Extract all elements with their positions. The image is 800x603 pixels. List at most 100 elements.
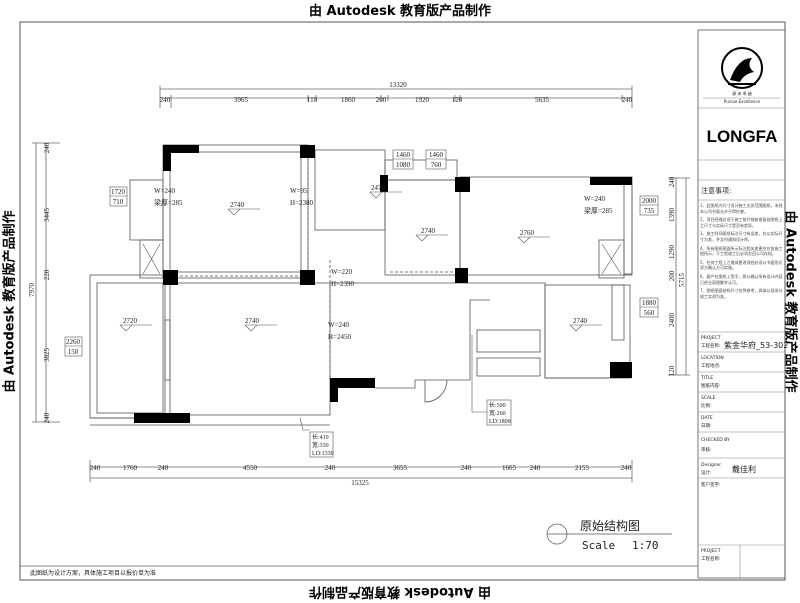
date-label: 日期: <box>701 423 712 429</box>
dim-label: 200 <box>376 96 387 104</box>
dim-label: 240 <box>530 464 541 472</box>
note-item: 2、项目经理必须于施工前仔细核查复核图纸上之尺寸与实际尺寸是否有差异。 <box>700 217 784 228</box>
dim-label: 1665 <box>502 464 517 472</box>
date-label-en: DATE <box>701 415 713 421</box>
svg-text:宽:330: 宽:330 <box>312 441 329 449</box>
svg-text:150: 150 <box>68 348 79 356</box>
dim-label: 220 <box>43 269 51 280</box>
client-sign-label: 客户签字: <box>701 481 721 488</box>
dim-label: 2400 <box>668 313 676 328</box>
dim-label: 1920 <box>415 96 430 104</box>
dim-label: 240 <box>43 142 51 153</box>
ceiling-height: 2470 <box>371 184 386 192</box>
ceiling-height: 2760 <box>520 229 535 237</box>
beam-depth: 梁厚=285 <box>154 198 183 207</box>
beam-width: W=240 <box>328 321 350 329</box>
project-value: 紫金华府_53-302 <box>724 340 788 350</box>
dim-label: 5635 <box>535 96 550 104</box>
ceiling-height-markers: 2740 2470 2740 2760 2720 2740 2740 <box>123 184 588 325</box>
note-item: 5、任何工程上之增减更改须经必须以书面形式双方确认方可实施。 <box>700 260 784 271</box>
svg-text:宽:260: 宽:260 <box>489 409 506 417</box>
beam-depth: H=2450 <box>328 333 352 341</box>
dim-label: 110 <box>307 96 318 104</box>
dim-label: 120 <box>452 96 463 104</box>
note-item: 6、客户在图纸上签字，即以确认所有设计内容已经全面理解并认可。 <box>700 274 784 285</box>
svg-text:710: 710 <box>113 198 124 206</box>
ceiling-height: 2720 <box>123 317 138 325</box>
dim-label: 240 <box>325 464 336 472</box>
svg-text:1880: 1880 <box>642 299 657 307</box>
svg-text:1460: 1460 <box>429 151 444 159</box>
dim-label: 2155 <box>575 464 590 472</box>
beam-width: W=240 <box>154 187 176 195</box>
dim-label: 240 <box>621 464 632 472</box>
checked-label-en: CHECKED BY <box>701 437 730 443</box>
dim-label: 200 <box>668 270 676 281</box>
designer-value: 戴佳利 <box>732 464 756 474</box>
scale-label: Scale <box>582 539 615 552</box>
dim-label: 3965 <box>234 96 249 104</box>
dim-label: 1760 <box>123 464 138 472</box>
beam-notes: W=240 梁厚=285 W=95 H=2380 W=220 H=2390 W=… <box>154 187 613 341</box>
dim-left-total: 7970 <box>28 283 36 298</box>
scale-label-en: SCALE <box>701 395 716 401</box>
dim-label: 4550 <box>243 464 258 472</box>
note-item: 4、所有图纸图面所示标注相关变更应在各施工图所示，于工程竣工后必须交回公司存档。 <box>700 246 784 257</box>
beam-depth: H=2390 <box>331 280 355 288</box>
svg-text:2260: 2260 <box>66 338 81 346</box>
svg-text:LD:1800: LD:1800 <box>489 419 511 425</box>
dim-label: 1390 <box>668 208 676 223</box>
beam-depth: H=2380 <box>290 199 314 207</box>
drawing-title: 原始结构图 <box>580 518 640 533</box>
dim-label: 3445 <box>43 208 51 223</box>
project2-label-en: PROJECT <box>701 548 721 554</box>
drawing-title-block: 原始结构图 Scale 1:70 <box>547 518 672 552</box>
logo-motto: 源 米 卓 越 <box>732 90 752 96</box>
sheet-border <box>20 22 785 580</box>
project-label-en: PROJECT <box>701 335 721 341</box>
checked-label: 审核: <box>701 446 712 453</box>
beam-depth: 梁厚=285 <box>584 206 613 215</box>
title-label-en: TITLE <box>700 375 713 381</box>
ceiling-height: 2740 <box>230 201 245 209</box>
dim-label: 1860 <box>341 96 356 104</box>
dim-right-total: 5715 <box>678 273 686 288</box>
dimension-lines <box>32 86 690 482</box>
dim-label: 240 <box>668 176 676 187</box>
svg-text:LD:1330: LD:1330 <box>312 451 334 457</box>
dim-label: 240 <box>158 464 169 472</box>
project-label: 工程名称: <box>701 342 721 349</box>
logo-motto-en: Pursue Excellence <box>724 99 761 104</box>
dim-label: 240 <box>461 464 472 472</box>
ceiling-height: 2740 <box>573 317 588 325</box>
project2-label: 工程名称: <box>701 555 721 562</box>
dim-top-total: 13320 <box>389 81 407 89</box>
svg-text:735: 735 <box>644 207 655 215</box>
note-item: 1、此图纸内尺寸设计施工业务范围图纸，未经本公司书面允许不得抄袭。 <box>700 203 784 214</box>
dim-bottom-total: 15325 <box>351 479 369 487</box>
title-label: 图纸内容: <box>701 382 721 389</box>
designer-label-en: Designer <box>701 462 721 468</box>
dim-label: 240 <box>160 96 171 104</box>
svg-text:长:410: 长:410 <box>312 433 329 441</box>
ceiling-height: 2740 <box>421 227 436 235</box>
dim-label: 1290 <box>668 245 676 260</box>
dim-right: 5715 240 1390 1290 200 2400 120 <box>668 176 686 376</box>
scale-label-cn: 比例: <box>701 402 712 409</box>
beam-width: W=220 <box>331 268 353 276</box>
note-item: 7、图纸图面结构尺寸仅供参考，具体以现场与竣工实测为准。 <box>700 288 784 299</box>
window-tag: 1880 560 <box>640 298 658 317</box>
notes-heading: 注意事项: <box>701 186 731 195</box>
svg-text:560: 560 <box>644 309 655 317</box>
note-item: 3、施工时间图纸标注尺寸有误差，应以实际尺寸为准，并及时通知设计师。 <box>700 231 784 242</box>
brand-logo: LONGFA <box>707 127 778 146</box>
level-symbols <box>120 192 602 331</box>
svg-text:长:500: 长:500 <box>489 401 506 409</box>
